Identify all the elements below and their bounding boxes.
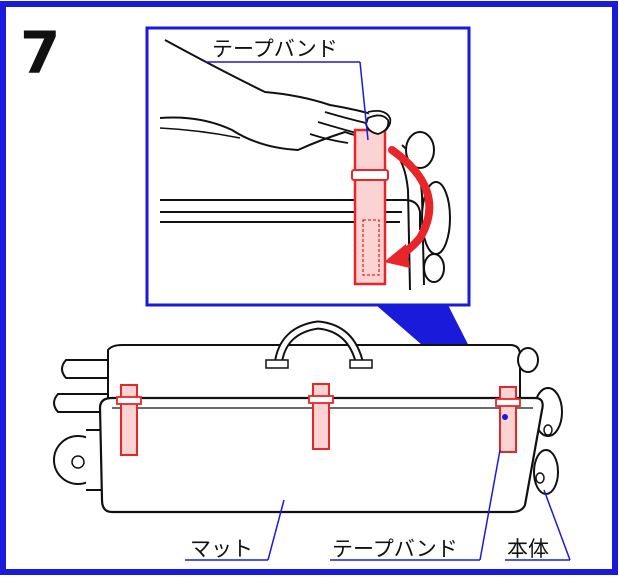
wheel [517, 347, 539, 373]
tape-band [116, 384, 142, 456]
wheel [533, 449, 559, 495]
velcro-patch [362, 219, 380, 276]
callout-leader [359, 61, 369, 141]
finger [309, 133, 349, 144]
mat-leader [267, 499, 285, 561]
body-leader [543, 489, 571, 561]
mat-label: マット [190, 537, 253, 561]
tape-band-detail [353, 128, 387, 286]
bottom-labels [185, 449, 571, 561]
callout-label: テープバンド [212, 37, 338, 61]
body-label: 本体 [507, 537, 549, 561]
thumb-tip [365, 114, 390, 135]
folded-product [53, 320, 563, 514]
step-number: 7 [20, 19, 60, 87]
wrist-line [159, 127, 241, 139]
tape-band [495, 386, 521, 453]
wheel [405, 131, 435, 169]
tape-band [308, 383, 334, 450]
detail-inset [145, 26, 471, 307]
zoom-target [502, 414, 508, 420]
handle-base [349, 359, 373, 369]
handle-base [265, 359, 289, 369]
wheel-hub [71, 455, 85, 469]
tape-band-leader [479, 449, 501, 561]
carry-handle-inner [275, 322, 363, 366]
band-buckle [351, 169, 389, 181]
fold-arrow-head [384, 244, 410, 268]
tape-band-label: テープバンド [332, 537, 458, 561]
wheel-hub [535, 472, 545, 484]
wheel [423, 253, 445, 283]
wheel-hub [543, 424, 553, 436]
front-mat [98, 396, 544, 514]
frame-rail [160, 199, 421, 230]
